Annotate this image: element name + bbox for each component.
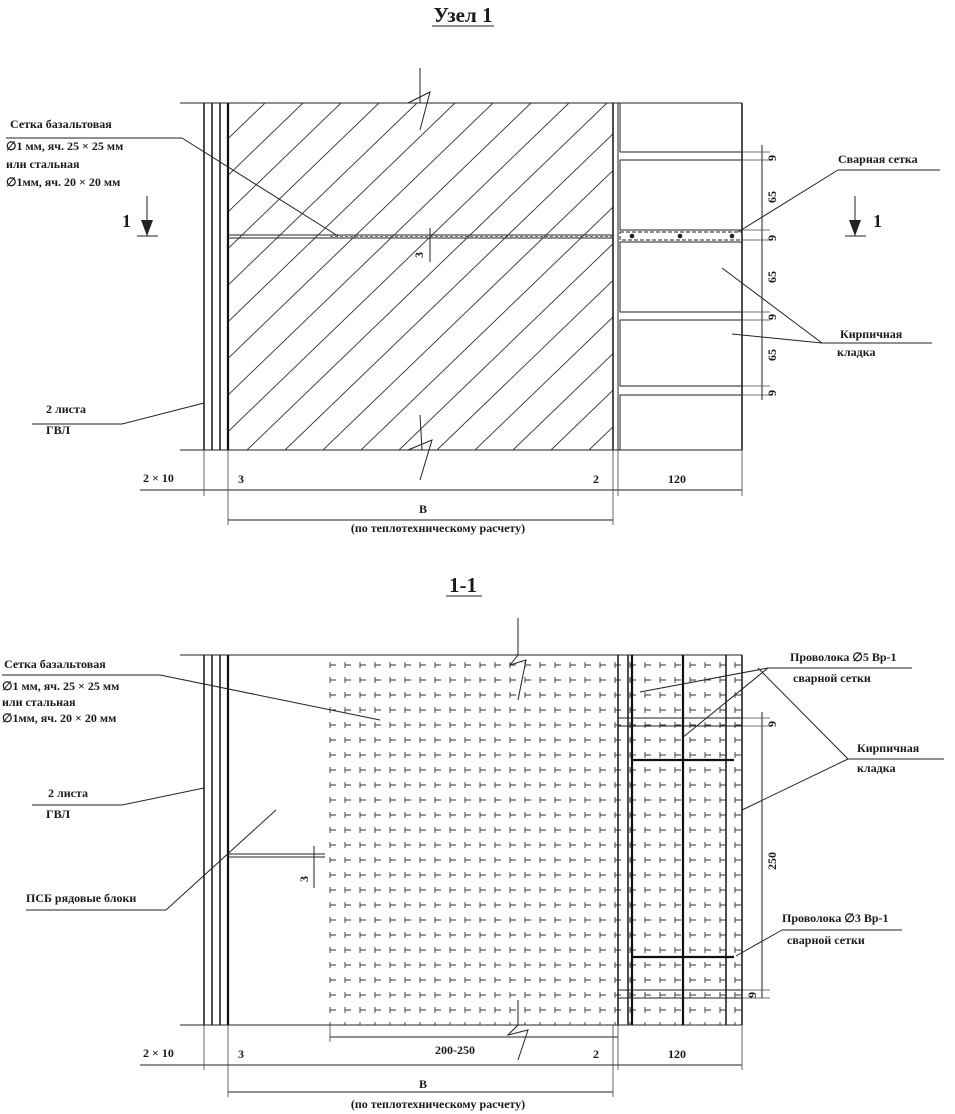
vertical-dims-section xyxy=(742,712,770,999)
svg-text:∅1мм, яч. 20 × 20 мм: ∅1мм, яч. 20 × 20 мм xyxy=(2,711,116,725)
svg-text:или стальная: или стальная xyxy=(6,157,80,171)
section-mark-left: 1 xyxy=(122,196,158,237)
dim-v-9-b: 9 xyxy=(765,235,779,241)
svg-text:сварной сетки: сварной сетки xyxy=(793,671,871,685)
svg-text:ПСБ рядовые блоки: ПСБ рядовые блоки xyxy=(26,891,136,905)
svg-text:Кирпичная: Кирпичная xyxy=(840,327,903,341)
title-section: 1-1 xyxy=(449,573,477,597)
gvl-callout-top: 2 листа ГВЛ xyxy=(32,402,205,437)
dim-section-bottom-9: 9 xyxy=(745,992,759,998)
svg-text:Сетка базальтовая: Сетка базальтовая xyxy=(4,657,106,671)
svg-text:Кирпичная: Кирпичная xyxy=(857,741,920,755)
insulation-hatch xyxy=(229,103,613,450)
dim-gap-right-top: 2 xyxy=(593,472,599,486)
section-1-1: 1-1 xyxy=(2,573,944,1111)
svg-text:1: 1 xyxy=(873,211,882,231)
svg-text:∅1мм, яч. 20 × 20 мм: ∅1мм, яч. 20 × 20 мм xyxy=(6,175,120,189)
dim-block-section: 200-250 xyxy=(435,1043,475,1057)
svg-text:ГВЛ: ГВЛ xyxy=(46,423,70,437)
dim-v-65-a: 65 xyxy=(765,191,779,203)
break-mark-section-top xyxy=(508,618,527,701)
vertical-dim-chain xyxy=(742,145,770,400)
dim-width-note-section: (по теплотехническому расчету) xyxy=(351,1097,525,1111)
svg-text:2 листа: 2 листа xyxy=(48,786,88,800)
dim-width-top: B xyxy=(419,502,427,516)
svg-text:кладка: кладка xyxy=(857,761,895,775)
dim-v-9-a: 9 xyxy=(765,155,779,161)
break-mark-section-bottom xyxy=(506,1000,529,1061)
dim-v-65-c: 65 xyxy=(765,349,779,361)
brick-callout-section: Кирпичная кладка xyxy=(741,667,944,811)
svg-text:кладка: кладка xyxy=(837,345,875,359)
mesh-gap-dim-section: 3 xyxy=(297,876,311,882)
svg-text:или стальная: или стальная xyxy=(2,695,76,709)
dim-width-note-top: (по теплотехническому расчету) xyxy=(351,521,525,535)
dim-v-65-b: 65 xyxy=(765,271,779,283)
mesh-callout: Сетка базальтовая ∅1 мм, яч. 25 × 25 мм … xyxy=(6,117,339,237)
svg-text:ГВЛ: ГВЛ xyxy=(46,807,70,821)
mesh-gap-dim: 3 xyxy=(412,252,426,258)
svg-text:1: 1 xyxy=(122,211,131,231)
dim-v-9-d: 9 xyxy=(765,390,779,396)
brick-masonry xyxy=(617,103,743,451)
detail-node-1: Узел 1 3 xyxy=(6,3,940,535)
svg-text:2 листа: 2 листа xyxy=(46,402,86,416)
title-node-1: Узел 1 xyxy=(434,3,493,27)
brick-callout-top: Кирпичная кладка xyxy=(721,267,932,359)
svg-text:∅1 мм, яч. 25 × 25 мм: ∅1 мм, яч. 25 × 25 мм xyxy=(2,679,119,693)
wire3-callout: Проволока ∅3 Вр-1 сварной сетки xyxy=(735,911,902,957)
svg-text:∅1 мм, яч. 25 × 25 мм: ∅1 мм, яч. 25 × 25 мм xyxy=(6,139,123,153)
dim-gap-right-section: 2 xyxy=(593,1047,599,1061)
welded-mesh-joint xyxy=(619,231,743,241)
svg-text:Сетка базальтовая: Сетка базальтовая xyxy=(10,117,112,131)
welded-mesh-callout: Сварная сетка xyxy=(737,152,940,233)
svg-text:Сварная сетка: Сварная сетка xyxy=(838,152,918,166)
gvl-callout-section: 2 листа ГВЛ xyxy=(32,786,205,821)
dim-brick-section: 120 xyxy=(668,1047,686,1061)
bottom-dims-section xyxy=(140,1025,743,1097)
break-mark-top xyxy=(407,68,431,131)
dim-section-250: 250 xyxy=(765,852,779,870)
dim-gvl-section: 2 × 10 xyxy=(143,1046,174,1060)
basalt-mesh-pattern xyxy=(329,662,741,1025)
psb-callout: ПСБ рядовые блоки xyxy=(26,809,277,911)
dim-width-section: B xyxy=(419,1077,427,1091)
dim-brick-top: 120 xyxy=(668,472,686,486)
wire5-callout: Проволока ∅5 Вр-1 сварной сетки xyxy=(639,650,912,739)
gvl-sheets xyxy=(203,103,230,450)
brick-section xyxy=(617,655,743,1025)
svg-text:Проволока ∅5 Вр-1: Проволока ∅5 Вр-1 xyxy=(790,650,897,664)
dim-section-top-9: 9 xyxy=(765,721,779,727)
dim-gap-left-top: 3 xyxy=(238,472,244,486)
section-mark-right: 1 xyxy=(845,196,882,237)
dim-gap-left-section: 3 xyxy=(238,1047,244,1061)
break-mark-bottom xyxy=(407,414,433,481)
bottom-dims-top xyxy=(140,450,743,525)
svg-text:Проволока ∅3 Вр-1: Проволока ∅3 Вр-1 xyxy=(782,911,889,925)
mesh-callout-section: Сетка базальтовая ∅1 мм, яч. 25 × 25 мм … xyxy=(2,657,381,725)
dim-v-9-c: 9 xyxy=(765,314,779,320)
svg-text:сварной сетки: сварной сетки xyxy=(787,933,865,947)
dim-gvl-top: 2 × 10 xyxy=(143,471,174,485)
gvl-sheets-section xyxy=(203,655,230,1025)
